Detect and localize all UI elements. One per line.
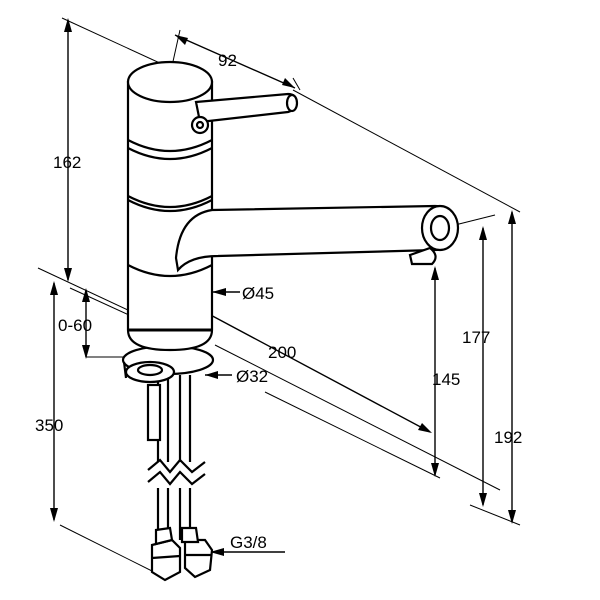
hose-break-mark-bottom — [147, 470, 206, 486]
dim-177-arrow-top — [479, 226, 487, 240]
faucet-band-lower-2 — [127, 199, 213, 213]
dim-145-arrow-top — [431, 266, 439, 280]
label-200: 200 — [268, 343, 296, 362]
spout — [174, 204, 460, 273]
dim-045-arrow — [212, 288, 226, 296]
label-032: Ø32 — [236, 367, 268, 386]
label-162: 162 — [53, 153, 81, 172]
faucet-band-upper — [127, 139, 213, 153]
label-92: 92 — [218, 51, 237, 70]
extension-lines — [37, 17, 521, 576]
dim-0-60-arrow-top — [82, 288, 90, 302]
dim-92-arrow-left — [175, 35, 188, 45]
label-192: 192 — [494, 428, 522, 447]
faucet-body — [121, 60, 460, 582]
dimension-lines — [50, 18, 521, 556]
label-g38: G3/8 — [230, 533, 267, 552]
dimension-labels: 92 162 Ø45 0-60 200 Ø32 177 145 350 192 … — [35, 51, 522, 552]
hose-nuts — [150, 526, 214, 582]
dim-350-arrow-top — [50, 281, 58, 295]
dim-0-60-arrow-bottom — [82, 345, 90, 359]
dim-177-arrow-bottom — [479, 493, 487, 507]
dim-92-arrow-right — [282, 78, 295, 88]
label-045: Ø45 — [242, 284, 274, 303]
faucet-base-curve — [127, 264, 213, 278]
dim-92-line — [174, 34, 296, 89]
dim-350-arrow-bottom — [50, 508, 58, 522]
dim-192-arrow-bottom — [508, 510, 516, 524]
supply-hoses — [146, 375, 206, 540]
label-0-60: 0-60 — [58, 316, 92, 335]
dim-g38-arrow — [210, 548, 224, 556]
label-350: 350 — [35, 416, 63, 435]
mounting-washer — [121, 344, 215, 384]
faucet-band-lower — [127, 195, 213, 209]
dim-192-arrow-top — [508, 210, 516, 224]
hose-break-mark-top — [147, 458, 206, 474]
dim-162-arrow-top — [64, 18, 72, 32]
faucet-band-upper-2 — [127, 147, 213, 161]
label-145: 145 — [432, 370, 460, 389]
label-177: 177 — [462, 328, 490, 347]
dim-162-arrow-bottom — [64, 268, 72, 282]
dim-200-arrow-right — [418, 423, 432, 433]
dim-032-arrow — [205, 371, 218, 379]
faucet-top-cap — [126, 60, 214, 104]
aerator — [408, 246, 437, 266]
lever-handle — [190, 92, 299, 135]
dim-145-arrow-bottom — [431, 463, 439, 477]
